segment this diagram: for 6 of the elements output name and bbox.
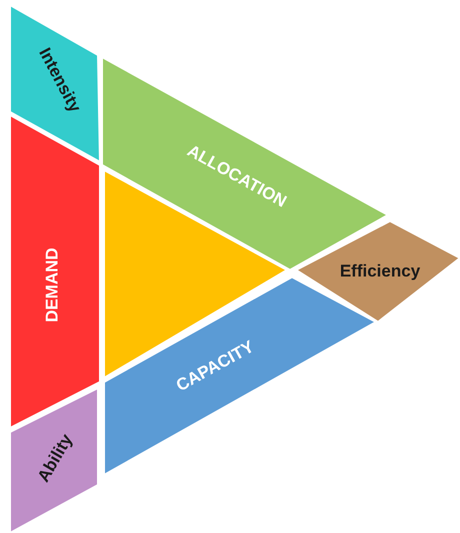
segment [10, 115, 100, 428]
segment-label: DEMAND [44, 248, 60, 322]
segment [10, 5, 100, 162]
segment-label: Efficiency [340, 262, 420, 280]
segment [10, 388, 98, 533]
segment [296, 221, 460, 322]
